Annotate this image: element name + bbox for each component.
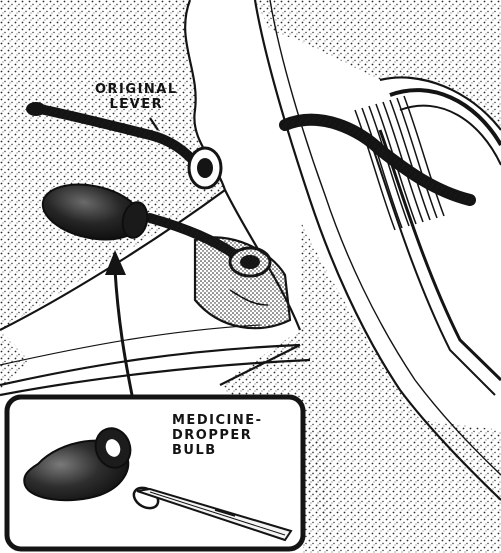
original-lever-label: ORIGINAL LEVER [95, 82, 178, 112]
inset-stipple [303, 430, 330, 553]
medicine-dropper-bulb-label: MEDICINE- DROPPER BULB [172, 413, 262, 458]
